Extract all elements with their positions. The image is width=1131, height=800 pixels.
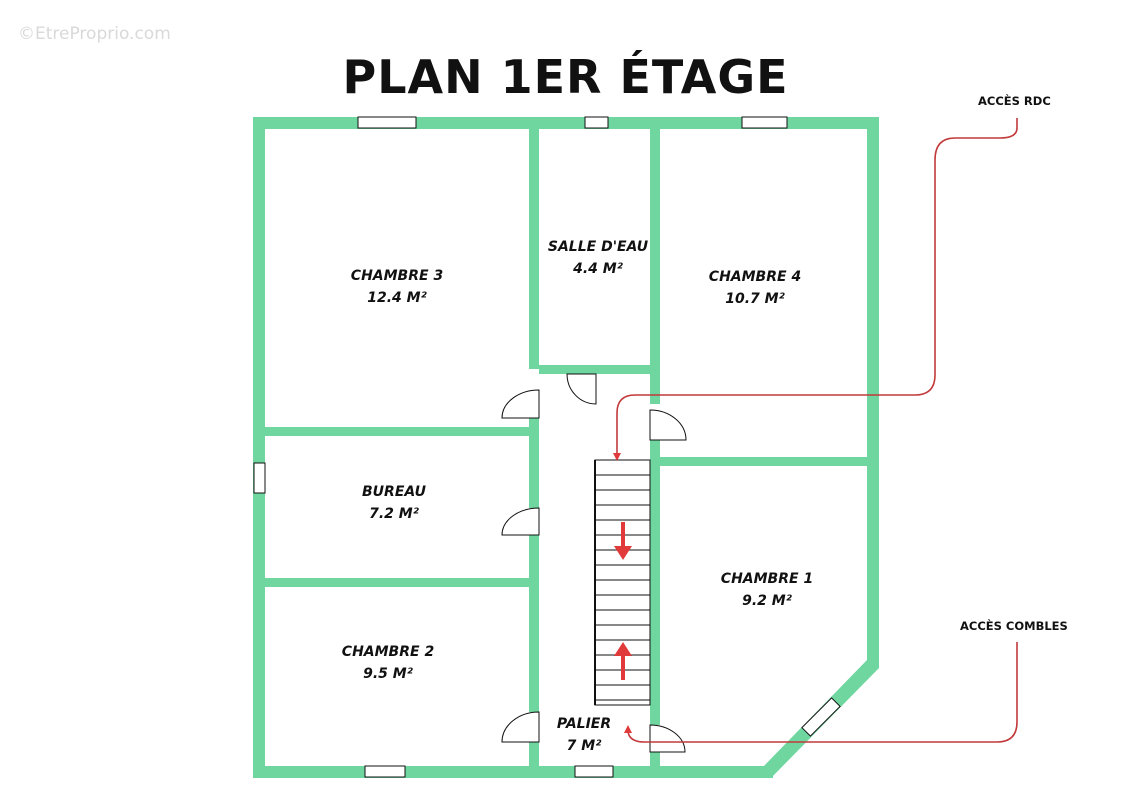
- plan-title: PLAN 1ER ÉTAGE: [342, 50, 789, 104]
- callout-acces-combles: ACCÈS COMBLES: [960, 619, 1068, 633]
- callout-line-rdc: [616, 118, 1018, 455]
- room-name: CHAMBRE 3: [350, 268, 444, 284]
- wall-hall-right-a: [650, 440, 660, 725]
- room-area: 7 M²: [566, 738, 602, 754]
- window-c1: [801, 697, 841, 737]
- room-chambre-4: CHAMBRE 4 10.7 M²: [685, 266, 825, 310]
- room-chambre-3: CHAMBRE 3 12.4 M²: [327, 265, 467, 309]
- wall-c4-c1: [660, 457, 867, 466]
- arrow-down-icon: [614, 522, 632, 560]
- room-name: CHAMBRE 2: [341, 644, 435, 660]
- arrow-up-icon: [614, 642, 632, 680]
- wall-hall-left-a: [529, 418, 539, 508]
- window-bureau: [253, 462, 266, 494]
- room-area: 9.5 M²: [363, 666, 413, 682]
- windows: [253, 116, 841, 778]
- arrowhead-combles-icon: [624, 725, 632, 733]
- room-chambre-1: CHAMBRE 1 9.2 M²: [697, 568, 837, 612]
- room-area: 9.2 M²: [742, 593, 792, 609]
- wall-sde-bottom: [539, 365, 650, 374]
- wall-sde-right: [650, 129, 660, 404]
- room-bureau: BUREAU 7.2 M²: [324, 481, 464, 525]
- wall-right: [867, 117, 879, 668]
- callout-line-combles: [627, 642, 1018, 743]
- door-c2: [501, 711, 540, 743]
- callout-acces-rdc: ACCÈS RDC: [978, 94, 1051, 108]
- wall-hall-left-c: [529, 742, 539, 766]
- window-c2: [364, 765, 406, 778]
- room-name: CHAMBRE 1: [720, 571, 814, 587]
- wall-hall-right-b: [650, 752, 660, 766]
- door-bureau: [501, 507, 540, 536]
- room-chambre-2: CHAMBRE 2 9.5 M²: [318, 641, 458, 685]
- wall-bottom: [253, 766, 773, 778]
- door-c1: [649, 724, 686, 753]
- arrowhead-rdc-icon: [613, 453, 621, 461]
- room-name: SALLE D'EAU: [547, 239, 649, 255]
- room-area: 12.4 M²: [367, 290, 427, 306]
- door-c4: [649, 409, 687, 441]
- room-area: 7.2 M²: [369, 506, 419, 522]
- window-c4: [741, 116, 788, 129]
- room-palier: PALIER 7 M²: [544, 713, 624, 757]
- room-name: BUREAU: [362, 484, 426, 500]
- doors: [501, 373, 687, 753]
- room-area: 10.7 M²: [725, 291, 785, 307]
- wall-hall-left-b: [529, 535, 539, 712]
- window-sde: [584, 116, 609, 129]
- room-name: CHAMBRE 4: [708, 269, 802, 285]
- door-c3: [501, 389, 540, 419]
- window-c3: [357, 116, 417, 129]
- callout-lines: [616, 118, 1018, 743]
- window-palier: [574, 765, 614, 778]
- room-area: 4.4 M²: [573, 261, 623, 277]
- wall-c3-bureau: [265, 427, 539, 436]
- wall-left: [253, 117, 265, 778]
- wall-bureau-c2: [265, 578, 539, 587]
- watermark: ©EtreProprio.com: [18, 24, 171, 44]
- callout-arrowheads: [613, 453, 632, 733]
- door-sde: [566, 373, 597, 405]
- room-name: PALIER: [556, 716, 612, 732]
- stair-arrows: [614, 522, 632, 680]
- wall-sde-left: [529, 129, 539, 369]
- room-salle-deau: SALLE D'EAU 4.4 M²: [530, 236, 666, 280]
